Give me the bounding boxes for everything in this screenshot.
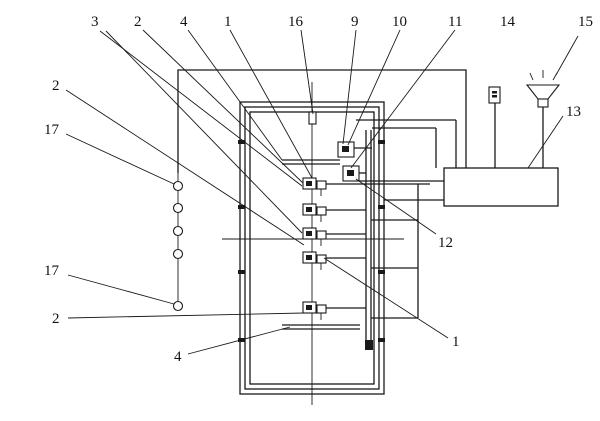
label-4-bottom: 4 [174,349,182,365]
signal-loop-wire [177,69,467,173]
label-1-bottom: 1 [452,334,460,350]
label-16: 16 [288,14,304,30]
label-9: 9 [351,14,359,30]
label-17-top: 17 [44,122,60,138]
controller-box [443,167,559,207]
label-4-top: 4 [180,14,188,30]
switch-modules [302,177,327,320]
label-2-left: 2 [52,78,60,94]
label-1-top: 1 [224,14,232,30]
module-wiring [326,183,430,319]
upper-components [337,119,457,201]
cabinet-frame [238,101,385,395]
label-13: 13 [566,104,581,120]
callout-labels: 3 2 4 1 16 9 10 11 14 15 2 17 13 12 17 2… [44,14,593,365]
label-12: 12 [438,235,453,251]
label-15: 15 [578,14,593,30]
label-2-bottom: 2 [52,311,60,327]
label-3: 3 [91,14,99,30]
indicator-chain [172,173,184,312]
label-10: 10 [392,14,407,30]
leader-lines [65,29,579,355]
indicator-device [488,86,501,168]
label-17-bottom: 17 [44,263,60,279]
label-14: 14 [500,14,516,30]
top-sensor [308,111,317,125]
label-2-top: 2 [134,14,142,30]
label-11: 11 [448,14,462,30]
alarm-horn [525,70,561,168]
